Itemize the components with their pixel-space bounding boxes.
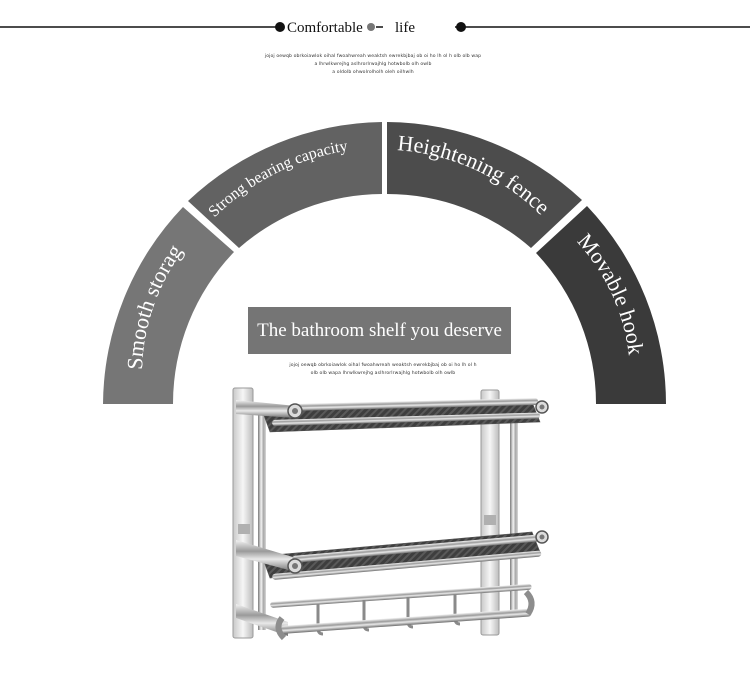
top-tier-arm xyxy=(236,400,296,418)
arch-segment-movable-hook xyxy=(536,206,666,404)
top-tier-front-rail xyxy=(292,398,539,411)
banner-fine-print: jojoj oewqb obrkoiawlok oihal fwoahwreah… xyxy=(288,362,476,376)
fine-print-line: a lhrwlkwrejhg aslhrorlrwajhlg hotwbolb … xyxy=(314,61,431,67)
fine-print-line: olb olb wapa lhrwlkwrejhg aslhrorlrwajhl… xyxy=(311,370,456,376)
header-right-word: life xyxy=(395,20,415,36)
fine-print-line: jojoj oewqb obrkoiawlok oihal fwoahwreah… xyxy=(264,53,481,59)
arch-segment-strong-bearing xyxy=(188,122,382,248)
arch-segment-smooth-storage xyxy=(103,207,234,404)
header-left-word: Comfortable xyxy=(287,20,363,36)
fine-print-line: a oldolb ohwolrolholh oleh oilhwlh xyxy=(332,69,413,75)
left-wall-plate xyxy=(232,387,254,639)
rail-end-cap-center xyxy=(292,563,298,569)
hook-rail xyxy=(270,583,532,608)
bullet-dot-icon xyxy=(456,22,466,32)
mount-bracket xyxy=(238,524,250,534)
bullet-dot-icon xyxy=(367,23,375,31)
towel-bar-arm xyxy=(236,604,288,636)
bottom-tier-lower-rail xyxy=(272,550,542,580)
header-fine-print: jojoj oewqb obrkoiawlok oihal fwoahwreah… xyxy=(264,53,481,75)
title-banner: The bathroom shelf you deserve xyxy=(248,307,511,354)
towel-bar xyxy=(280,608,532,634)
right-post xyxy=(510,406,518,616)
banner-background xyxy=(248,307,511,354)
bullet-dot-icon xyxy=(275,22,285,32)
towel-bar-bend xyxy=(523,589,535,616)
right-wall-plate xyxy=(480,389,500,636)
banner-title: The bathroom shelf you deserve xyxy=(257,320,502,341)
top-tier-lower-rail xyxy=(272,412,540,426)
bottom-tier-front-rail xyxy=(292,534,542,563)
bottom-tier-arm xyxy=(236,540,296,572)
header: Comfortable life xyxy=(0,17,750,37)
fine-print-line: jojoj oewqb obrkoiawlok oihal fwoahwreah… xyxy=(288,362,476,368)
arch-segment-heightening-fence xyxy=(387,122,582,248)
mount-bracket xyxy=(484,515,496,525)
rail-end-cap-center xyxy=(292,408,298,414)
towel-bar-bend xyxy=(275,616,287,641)
bathroom-shelf-illustration xyxy=(232,387,549,641)
rail-end-cap-center xyxy=(539,404,545,410)
left-post xyxy=(258,410,266,630)
rail-end-cap-center xyxy=(539,534,545,540)
